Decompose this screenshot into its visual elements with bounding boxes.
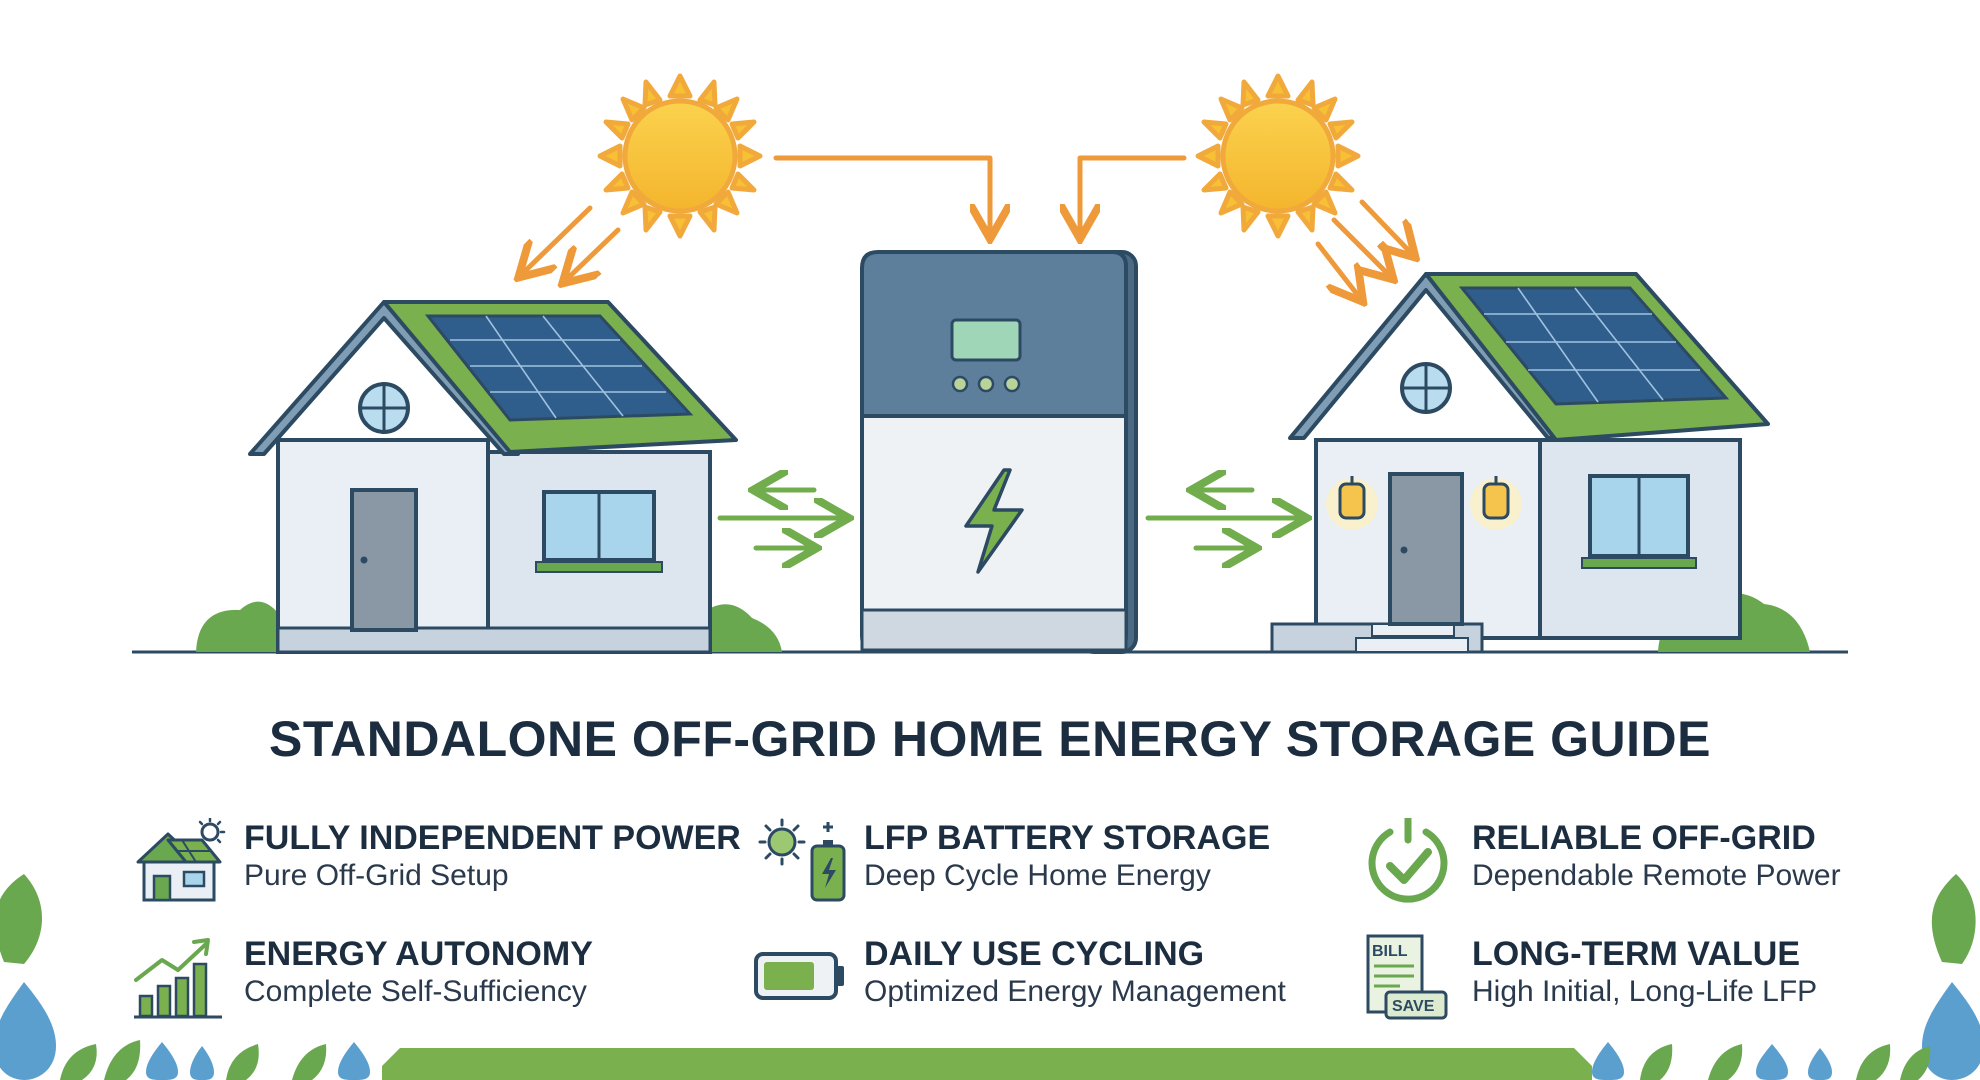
page-title: STANDALONE OFF-GRID HOME ENERGY STORAGE … [268, 711, 1712, 767]
feature-heading: LONG-TERM VALUE [1472, 935, 1801, 973]
save-label: SAVE [1392, 998, 1435, 1015]
sun-left-icon [597, 73, 763, 239]
feature-subheading: Complete Self-Sufficiency [244, 975, 587, 1008]
feature-subheading: Optimized Energy Management [864, 975, 1286, 1008]
sun-right-icon [1195, 73, 1361, 239]
feature-subheading: Pure Off-Grid Setup [244, 859, 509, 892]
growth-chart-icon [134, 938, 222, 1019]
battery-unit [860, 250, 1138, 654]
sunlight-arrows [522, 155, 1412, 298]
bill-save-icon: BILL SAVE [1366, 934, 1448, 1020]
feature-lfp-battery-storage: LFP BATTERY STORAGE Deep Cycle Home Ener… [752, 818, 1352, 908]
feature-heading: ENERGY AUTONOMY [244, 935, 593, 973]
feature-energy-autonomy: ENERGY AUTONOMY Complete Self-Sufficienc… [132, 934, 752, 1024]
feature-fully-independent-power: FULLY INDEPENDENT POWER Pure Off-Grid Se… [132, 818, 752, 908]
feature-subheading: High Initial, Long-Life LFP [1472, 975, 1818, 1008]
power-check-icon [1368, 818, 1448, 903]
feature-heading: FULLY INDEPENDENT POWER [244, 819, 741, 857]
bottom-decoration [0, 874, 1980, 1080]
feature-daily-use-cycling: DAILY USE CYCLING Optimized Energy Manag… [752, 934, 1352, 1024]
sun-battery-icon [758, 818, 846, 902]
power-flow-arrows [717, 490, 1302, 548]
feature-subheading: Deep Cycle Home Energy [864, 859, 1211, 892]
feature-long-term-value: BILL SAVE LONG-TERM VALUE High Initial, … [1360, 934, 1960, 1024]
solar-house-icon [136, 818, 226, 902]
bill-label: BILL [1372, 943, 1408, 960]
feature-reliable-off-grid: RELIABLE OFF-GRID Dependable Remote Powe… [1360, 818, 1960, 908]
feature-heading: DAILY USE CYCLING [864, 935, 1205, 973]
battery-level-icon [754, 952, 844, 1000]
feature-heading: RELIABLE OFF-GRID [1472, 819, 1816, 857]
feature-heading: LFP BATTERY STORAGE [864, 819, 1271, 857]
house-left [196, 300, 782, 654]
house-right [1270, 272, 1810, 654]
feature-subheading: Dependable Remote Power [1472, 859, 1841, 892]
